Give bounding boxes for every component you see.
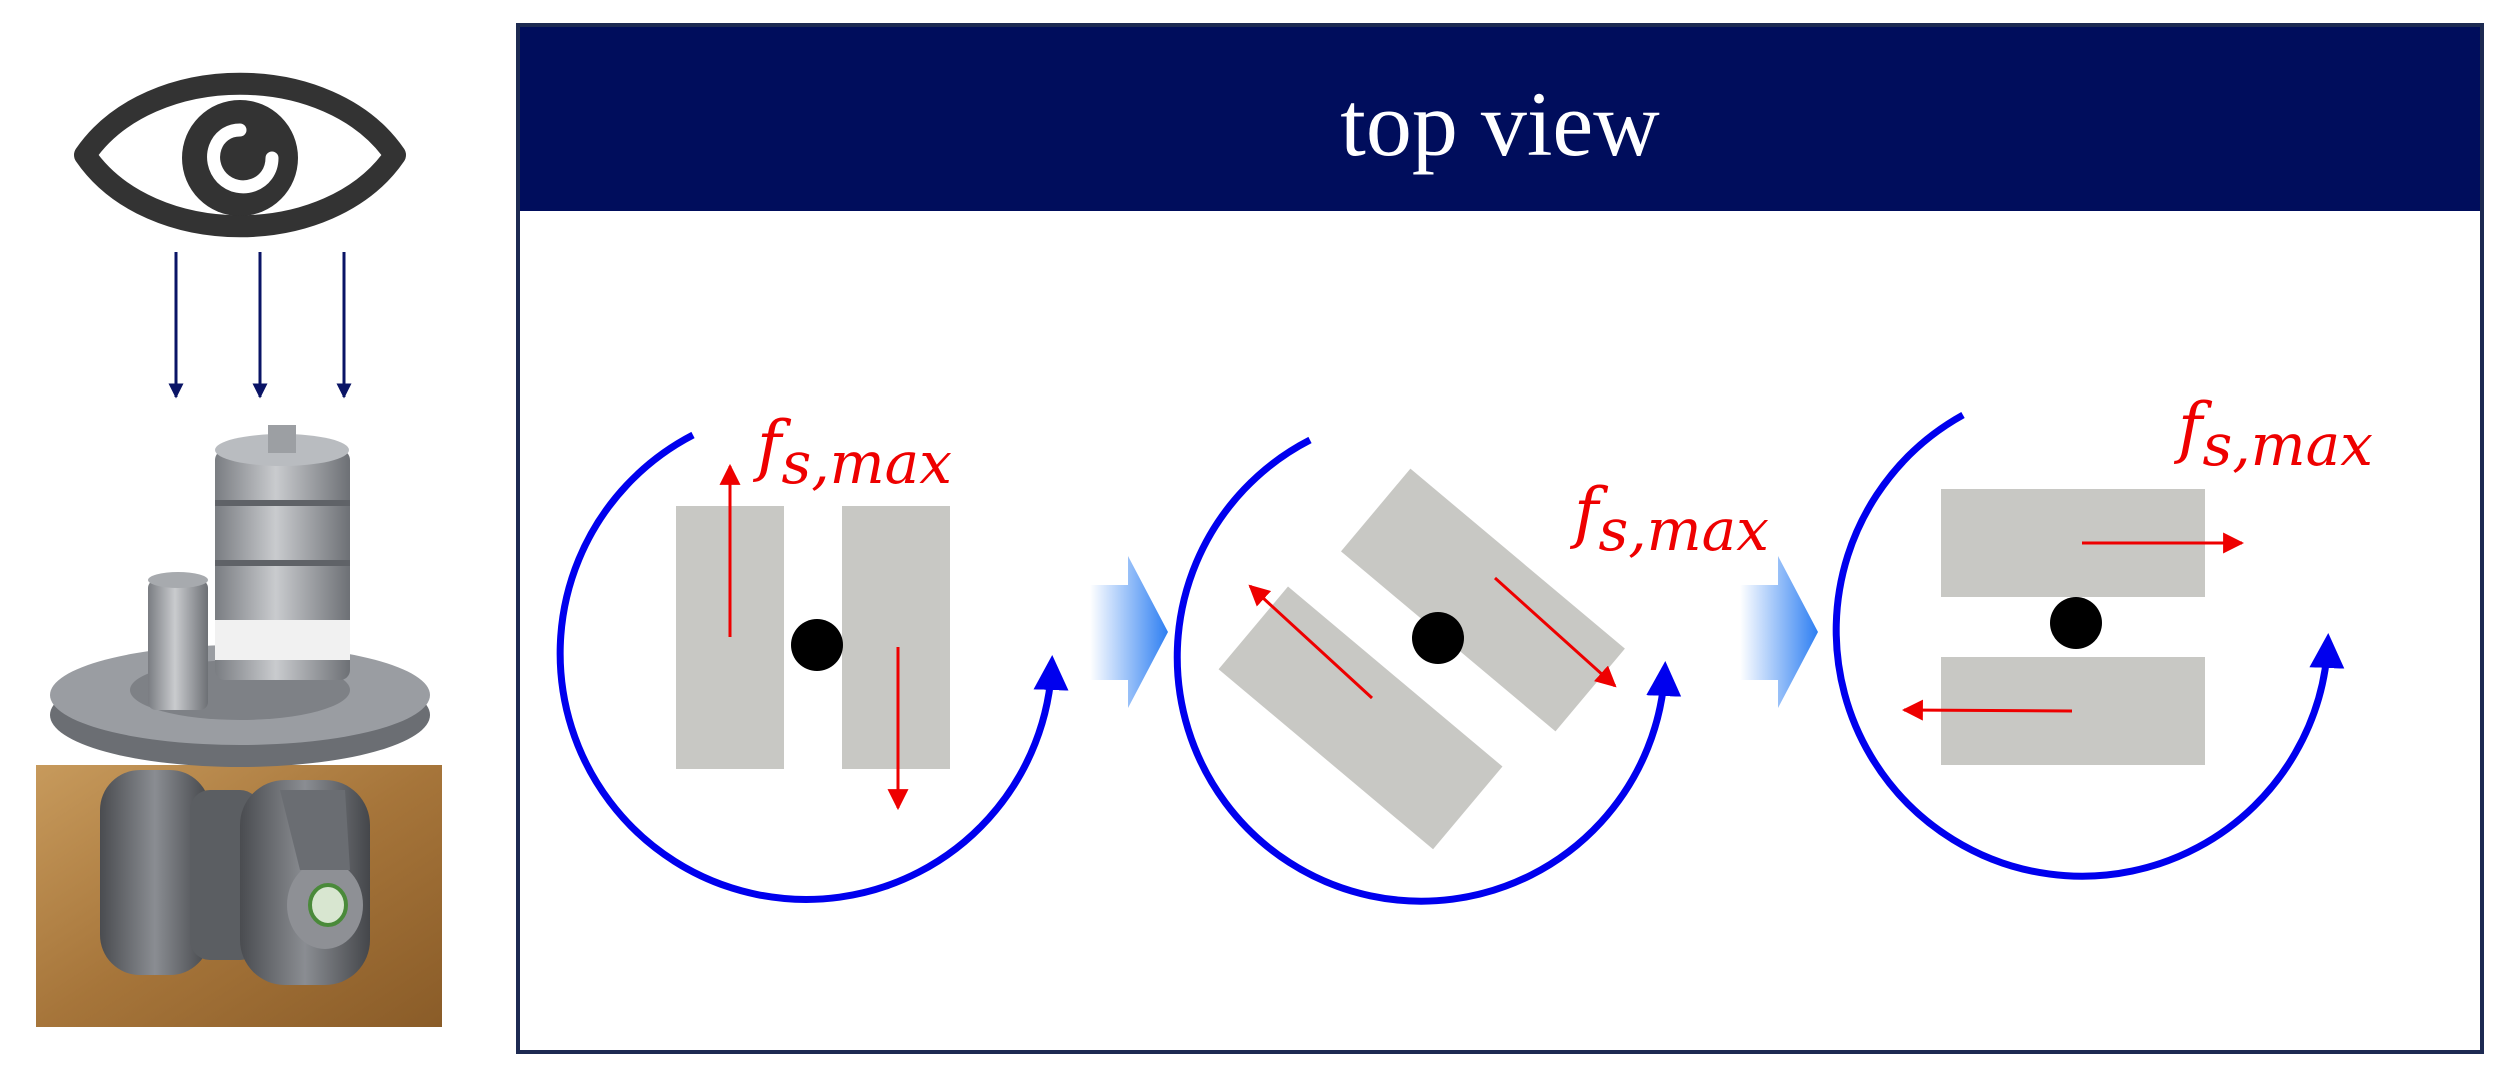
wheel-contact-right bbox=[1340, 468, 1625, 732]
viewer-group bbox=[74, 72, 406, 399]
friction-arrow-left bbox=[1901, 699, 2073, 721]
caster-module-image bbox=[36, 425, 442, 1027]
stage-1: fs,max bbox=[556, 407, 1069, 903]
rotation-arc bbox=[1832, 411, 2345, 880]
friction-arrow-down bbox=[1493, 576, 1617, 688]
step-arrow-1 bbox=[1090, 556, 1168, 708]
wheel-contact-left bbox=[1218, 586, 1503, 850]
wheel-contact-right bbox=[842, 506, 950, 769]
secondary-motor bbox=[148, 580, 208, 710]
pivot-point bbox=[2050, 597, 2102, 649]
stage-3: fs,max bbox=[1832, 389, 2373, 880]
stage-2: fs,max bbox=[1173, 436, 1769, 905]
step-arrow-2 bbox=[1740, 556, 1818, 708]
eye-icon bbox=[74, 72, 406, 238]
friction-arrow-up bbox=[1248, 584, 1374, 700]
rotation-arc bbox=[556, 431, 1069, 903]
pivot-point bbox=[1412, 612, 1464, 664]
wheel-left bbox=[100, 770, 210, 975]
panel-header bbox=[520, 27, 2480, 211]
panel-title: top view bbox=[1340, 73, 1660, 175]
rotation-arc bbox=[1173, 436, 1682, 905]
force-label: fs,max bbox=[1569, 474, 1769, 564]
force-label: fs,max bbox=[2173, 389, 2373, 479]
force-label: fs,max bbox=[752, 407, 952, 497]
pivot-point bbox=[791, 619, 843, 671]
